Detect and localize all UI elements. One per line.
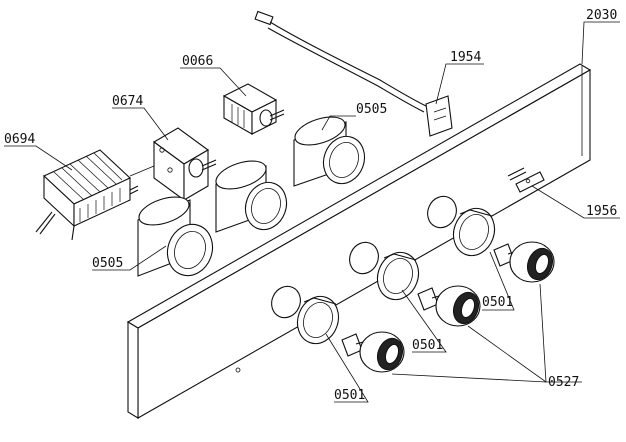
knob-sleeve-lower <box>137 196 214 277</box>
bezel-ring-left <box>296 295 340 345</box>
label-0501-right: 0501 <box>482 295 513 310</box>
bezel-ring-middle <box>376 251 420 301</box>
label-2030: 2030 <box>586 8 617 23</box>
knob-left <box>341 331 405 373</box>
label-0505-upper: 0505 <box>356 102 387 117</box>
part-labels: 0694 0674 0066 0505 0505 1954 2030 1956 … <box>4 8 617 403</box>
knob-right <box>493 241 555 283</box>
label-0527: 0527 <box>548 375 579 390</box>
label-1956: 1956 <box>586 204 617 219</box>
label-0501-left: 0501 <box>334 388 365 403</box>
label-1954: 1954 <box>450 50 481 65</box>
panel-holes <box>271 195 457 319</box>
knob-sleeve-upper <box>293 116 366 187</box>
thermostat-0674 <box>129 127 217 202</box>
bezel-ring-right <box>452 207 496 257</box>
knob-middle <box>417 285 481 327</box>
knob-sleeve-middle <box>215 160 288 233</box>
label-0505-lower: 0505 <box>92 256 123 271</box>
label-0066: 0066 <box>182 54 213 69</box>
label-0501-middle: 0501 <box>412 338 443 353</box>
label-0694: 0694 <box>4 132 35 147</box>
selector-switch-0694 <box>35 149 139 241</box>
leader-lines <box>4 21 620 403</box>
timer-0066 <box>222 83 285 135</box>
wire-harness-1954 <box>254 10 453 137</box>
label-0674: 0674 <box>112 94 143 109</box>
bracket-1956 <box>507 167 545 193</box>
